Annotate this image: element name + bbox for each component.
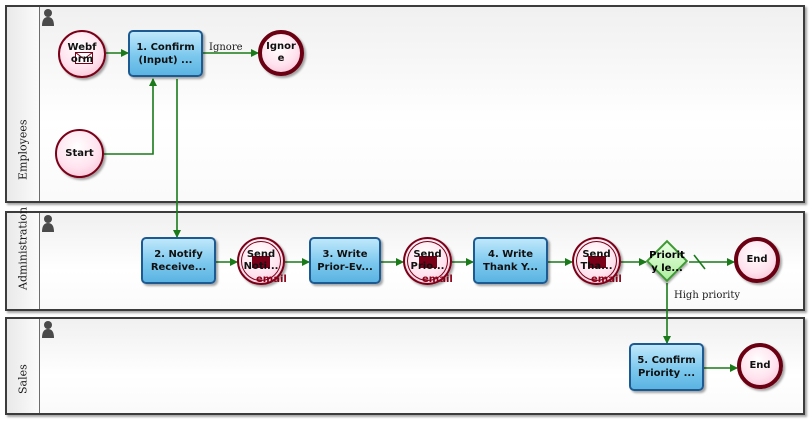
send-label: Send Tha... (580, 249, 613, 272)
task-label: 3. Write Prior-Ev... (317, 248, 373, 273)
envelope-icon (75, 52, 93, 64)
task-write-thank-you[interactable]: 4. Write Thank Y... (473, 237, 548, 284)
ignore-end-event[interactable]: Ignor e (258, 30, 304, 76)
person-icon (42, 9, 54, 26)
task-label: 4. Write Thank Y... (483, 248, 538, 273)
flow-label-ignore: Ignore (209, 42, 243, 53)
send-label: Send Prio... (410, 249, 445, 272)
task-confirm-priority[interactable]: 5. Confirm Priority ... (629, 343, 704, 391)
send-email-event[interactable]: Send Prio... (403, 237, 452, 285)
task-write-prior-event[interactable]: 3. Write Prior-Ev... (309, 237, 381, 284)
ignore-label: Ignor e (266, 41, 296, 64)
webform-start-event[interactable]: Webf orm (58, 30, 106, 78)
flow-label-high-priority: High priority (674, 290, 740, 301)
webform-label: Webf orm (67, 42, 97, 65)
task-notify-received[interactable]: 2. Notify Receive... (141, 237, 216, 284)
send-email-event[interactable]: Send Noti... (237, 237, 285, 285)
sales-end-event[interactable]: End (737, 343, 783, 389)
start-label: Start (65, 147, 94, 159)
end-label: End (749, 360, 771, 371)
lane-header: Sales (7, 319, 40, 413)
task-confirm-input[interactable]: 1. Confirm (Input) ... (128, 30, 203, 77)
email-tag: email (422, 274, 453, 285)
gateway-label: Priorit y le... (649, 250, 685, 274)
person-icon (42, 215, 54, 232)
lane-header: Employees (7, 7, 40, 201)
admin-end-event[interactable]: End (734, 237, 780, 283)
flow-start-task1 (104, 78, 157, 155)
task-label: 5. Confirm Priority ... (637, 355, 696, 379)
person-icon (42, 321, 54, 338)
start-event[interactable]: Start (55, 129, 104, 178)
flow-default-slash (693, 254, 706, 270)
send-label: Send Noti... (243, 249, 279, 272)
send-email-event[interactable]: Send Tha... (572, 237, 621, 285)
task-label: 1. Confirm (Input) ... (136, 41, 195, 66)
lane-header: Administration (7, 207, 40, 309)
task-label: 2. Notify Receive... (150, 248, 207, 273)
email-tag: email (256, 274, 287, 285)
email-tag: email (591, 274, 622, 285)
end-label: End (746, 254, 768, 265)
